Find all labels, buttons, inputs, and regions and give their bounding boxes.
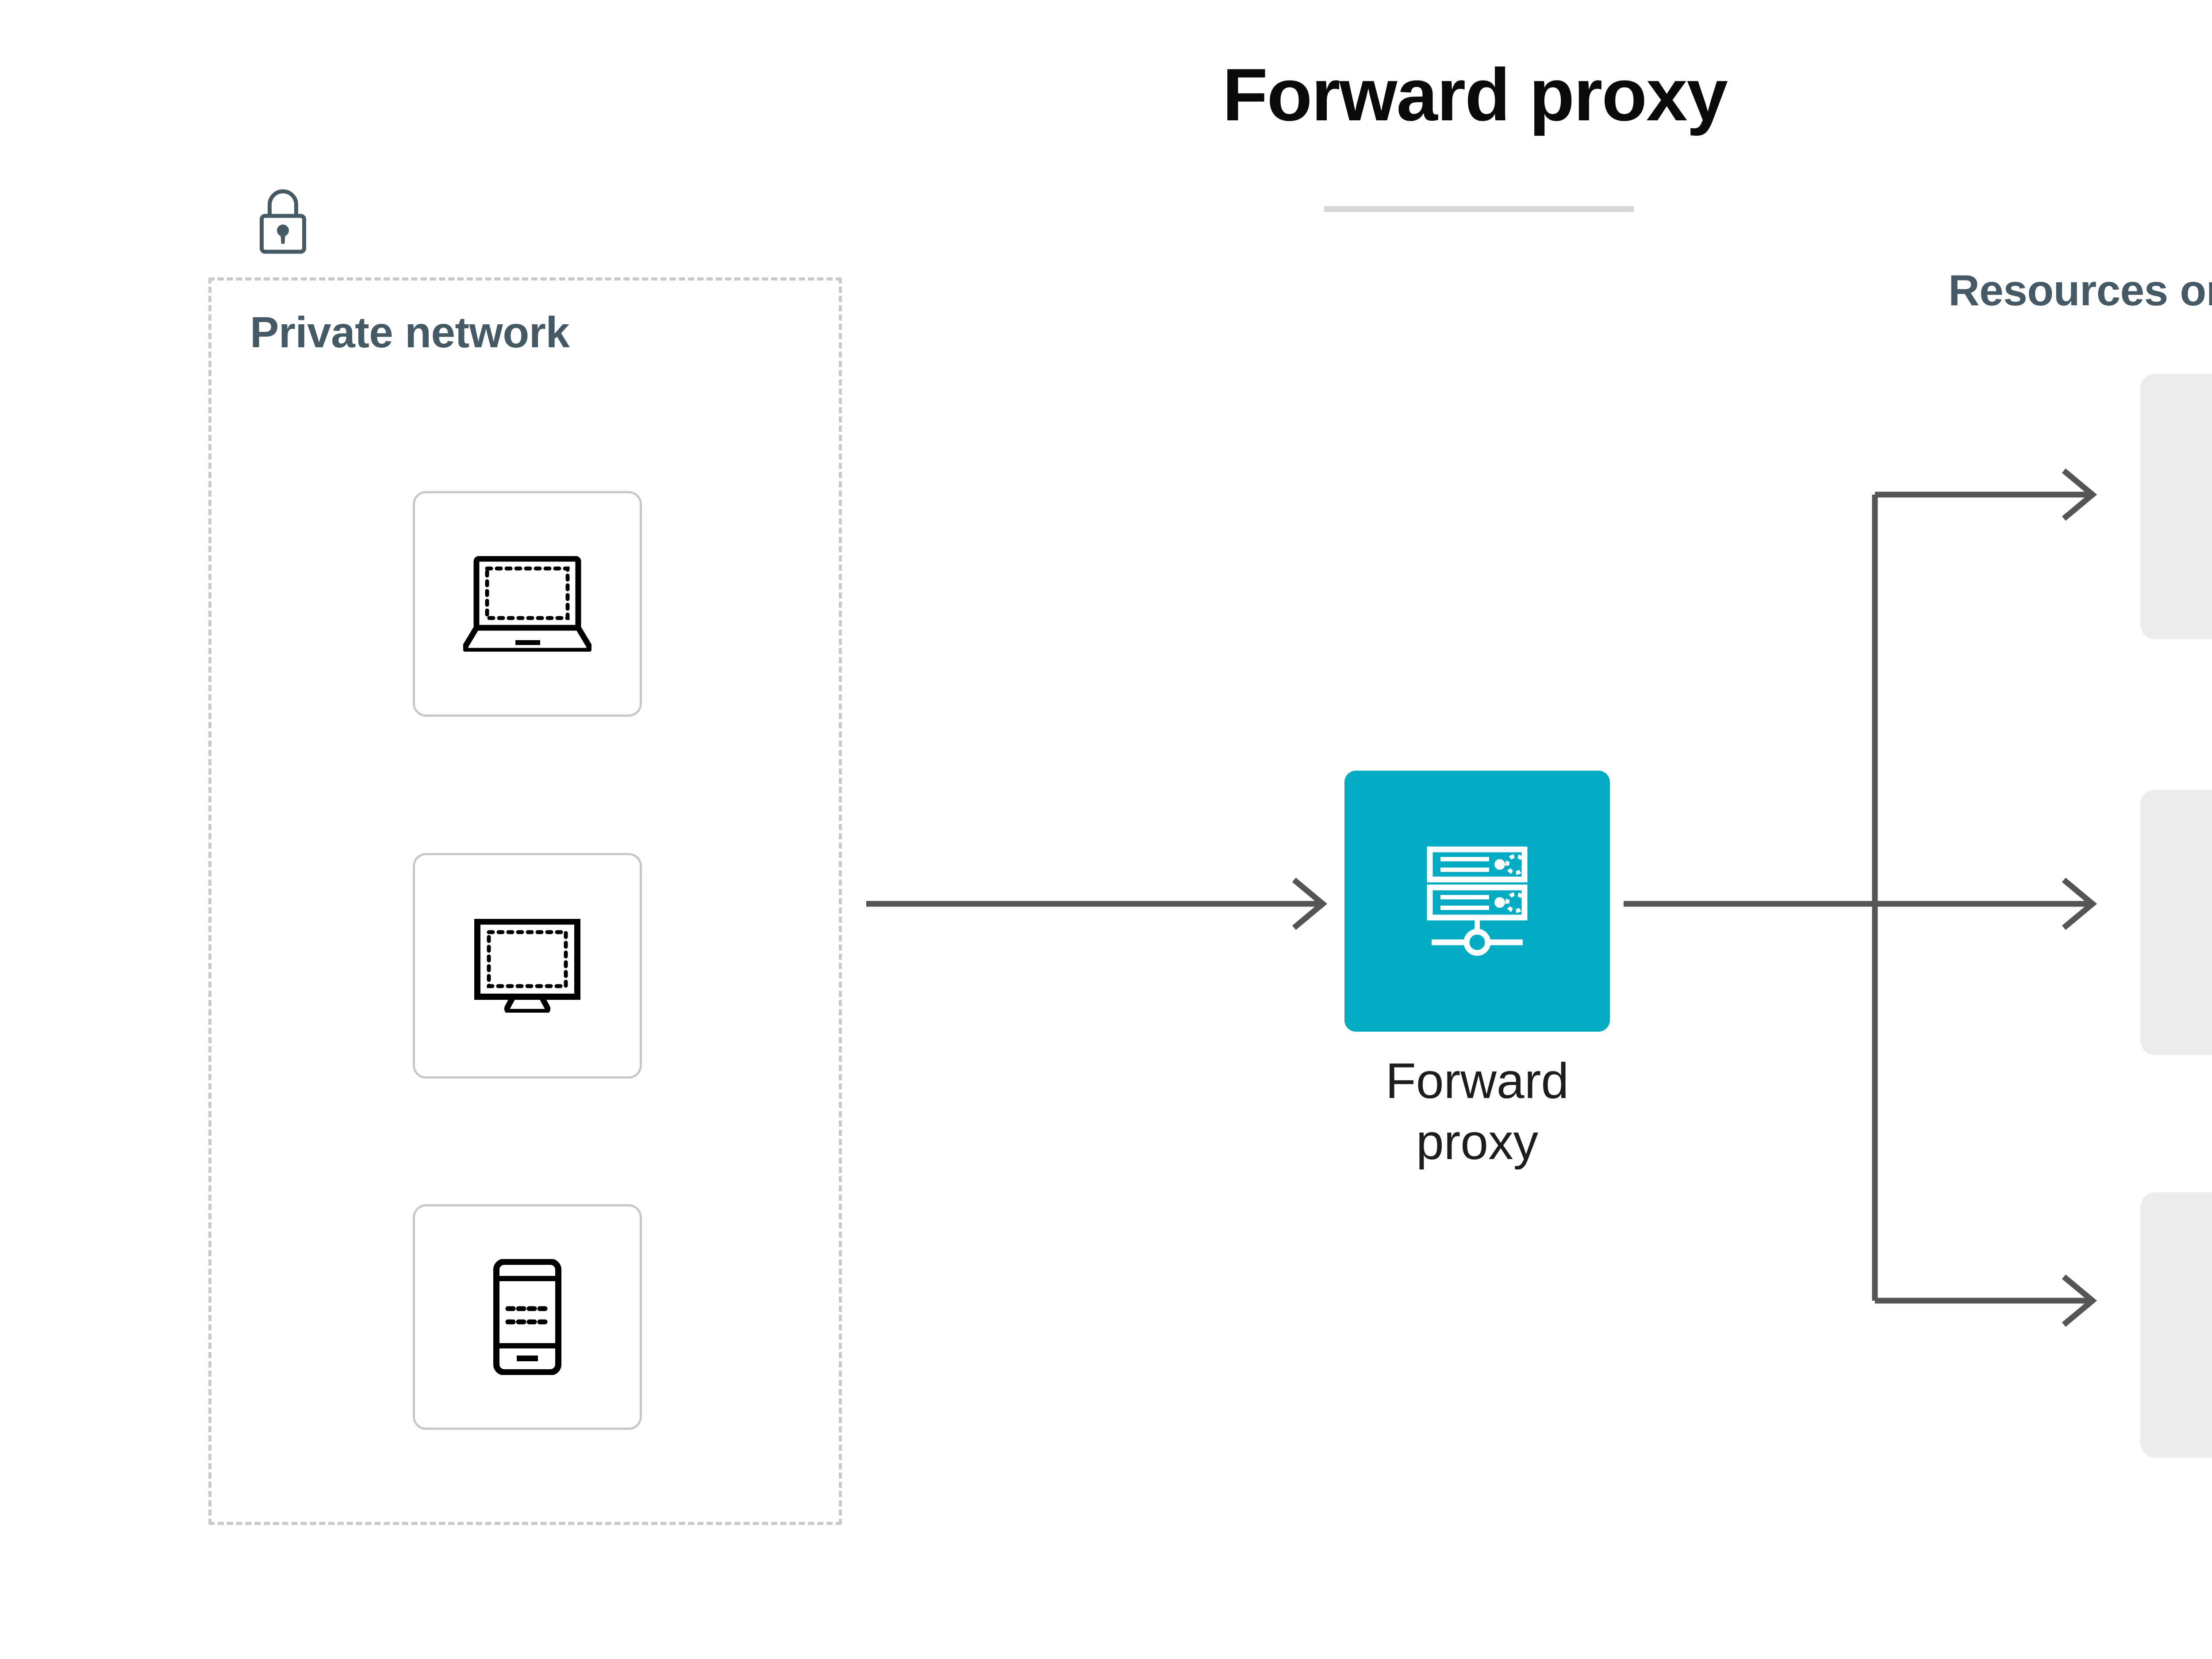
server-card-2[interactable] <box>2140 790 2212 1055</box>
device-card-laptop[interactable] <box>413 491 642 717</box>
device-card-phone[interactable] <box>413 1204 642 1430</box>
private-network-boundary <box>208 277 842 1525</box>
server-card-1[interactable] <box>2140 374 2212 639</box>
private-network-label: Private network <box>250 308 570 357</box>
page-title: Forward proxy <box>1222 53 1728 136</box>
server-card-3[interactable] <box>2140 1192 2212 1458</box>
mobile-phone-icon <box>493 1259 561 1375</box>
resources-heading: Resources on the internet <box>1948 266 2212 315</box>
forward-proxy-label-line1: Forward <box>1385 1053 1569 1109</box>
device-card-desktop[interactable] <box>413 853 642 1079</box>
desktop-monitor-icon <box>474 919 580 1013</box>
connector-network-to-proxy <box>866 877 1328 930</box>
connector-trunk-to-server-2 <box>1875 877 2097 930</box>
forward-proxy-node[interactable] <box>1344 771 1610 1032</box>
padlock-icon <box>260 189 306 254</box>
connector-trunk-to-server-1 <box>1875 468 2097 521</box>
laptop-icon <box>463 556 591 652</box>
forward-proxy-label-line2: proxy <box>1416 1114 1539 1170</box>
forward-proxy-label: Forward proxy <box>1278 1051 1676 1173</box>
connector-trunk-to-server-3 <box>1875 1274 2097 1327</box>
server-rack-network-icon <box>1427 846 1528 956</box>
title-underline-bar <box>1324 206 1634 212</box>
